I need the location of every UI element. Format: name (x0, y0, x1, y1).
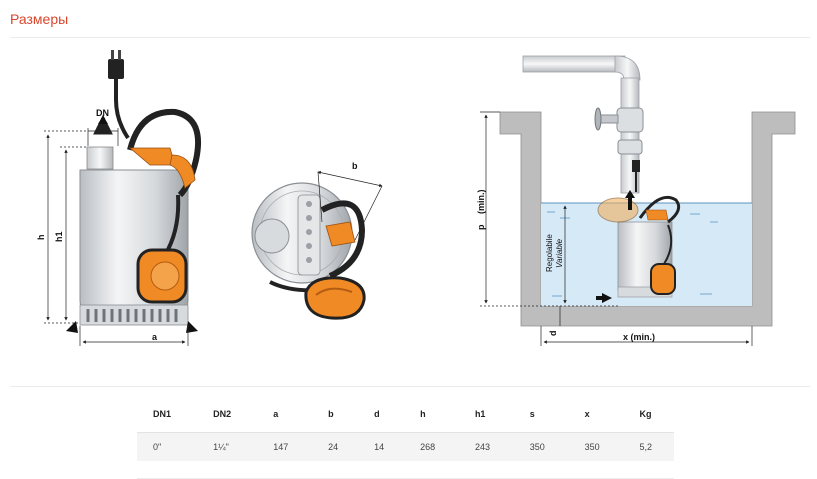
outlet-pipe (86, 146, 114, 170)
outlet-top-icon (254, 218, 290, 254)
table-cell: 350 (568, 432, 624, 461)
inlet-arrow-left (66, 321, 78, 333)
col-header: DN2 (213, 409, 232, 419)
label-d: d (548, 331, 558, 337)
col-header: b (328, 409, 334, 419)
table-cell: 350 (513, 432, 569, 461)
label-a: a (152, 332, 158, 342)
table-header-row: DN1 DN2 a b d h h1 s x Kg (137, 400, 674, 433)
dimensions-diagram: DN h h1 a b (36, 50, 796, 346)
pump-top-view: b (251, 161, 383, 320)
label-x-min: x (min.) (623, 332, 655, 342)
label-variable: Variable (555, 238, 564, 268)
col-header: h1 (474, 409, 486, 419)
label-dn: DN (96, 108, 109, 118)
table-cell: 0" (137, 432, 198, 461)
inlet-arrow-install (602, 293, 612, 303)
label-b: b (352, 161, 358, 171)
inlet-arrow-right (186, 321, 198, 333)
label-p: p (476, 224, 486, 230)
col-header: x (584, 409, 590, 419)
plug-install-icon (632, 160, 640, 192)
label-p-min: (min.) (476, 190, 486, 215)
valve-icon (594, 107, 644, 155)
float-switch-icon (136, 248, 188, 304)
col-header: h (420, 409, 426, 419)
dimensions-table: DN1 DN2 a b d h h1 s x Kg 0" 1¼" 147 24 … (137, 400, 674, 461)
col-header: Kg (639, 409, 652, 419)
section-title: Размеры (10, 11, 69, 27)
table-cell: 243 (458, 432, 514, 461)
table-cell: 147 (257, 432, 313, 461)
section-divider (10, 386, 810, 387)
col-header: s (529, 409, 535, 419)
table-row: 0" 1¼" 147 24 14 268 243 350 350 5,2 (137, 432, 674, 461)
pump-side-view: DN h h1 a (36, 50, 202, 346)
col-header: DN1 (153, 409, 172, 419)
col-header: a (273, 409, 279, 419)
label-h1: h1 (54, 231, 64, 242)
installation-view: p (min.) Regolabile Variable d x (min.) (476, 55, 796, 346)
label-h: h (36, 235, 46, 241)
table-cell: 1¼" (197, 432, 258, 461)
float-switch-top-icon (304, 276, 366, 320)
table-cell: 14 (358, 432, 405, 461)
label-regolabile: Regolabile (545, 234, 554, 272)
col-header: d (374, 409, 380, 419)
discharge-pipe-horizontal (522, 55, 626, 73)
title-divider (10, 37, 810, 38)
table-cell: 24 (312, 432, 359, 461)
table-cell: 5,2 (623, 432, 674, 461)
float-low-icon (650, 263, 676, 295)
plug-icon (108, 50, 130, 140)
table-cell: 268 (404, 432, 459, 461)
